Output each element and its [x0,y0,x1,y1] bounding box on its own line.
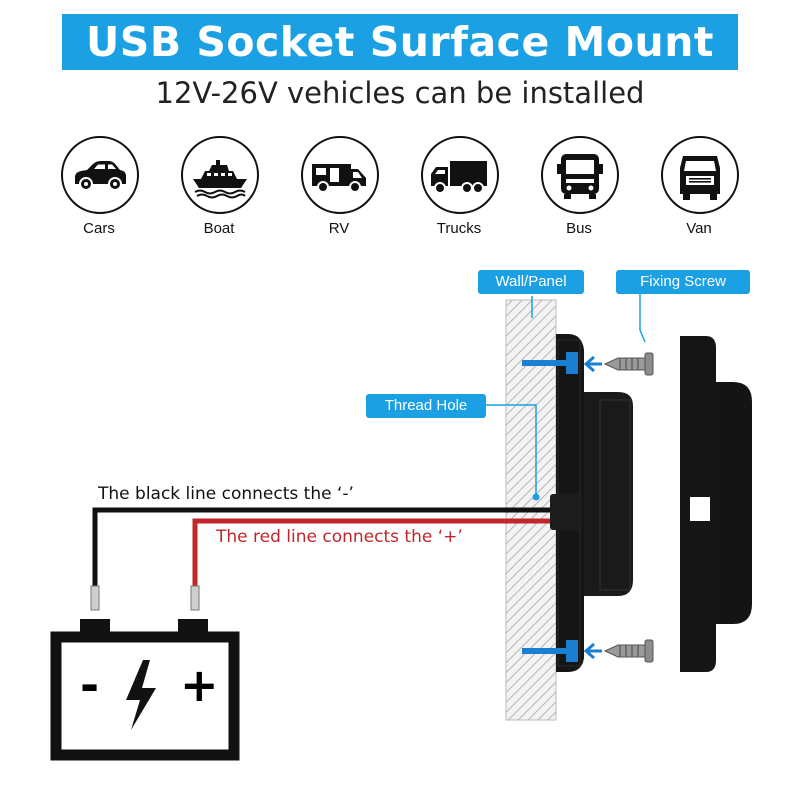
red-line-label: The red line connects the ‘+’ [216,527,463,547]
voltage-subtitle: 12V-26V vehicles can be installed [155,76,645,110]
vehicle-trucks: Trucks [400,136,520,246]
callout-thread-hole: Thread Hole [366,394,486,418]
bus-icon [541,136,619,214]
vehicle-label: Van [686,220,712,237]
vehicle-rv: RV [280,136,400,246]
bottom-mounting-screw [522,640,578,662]
boat-icon [181,136,259,214]
van-icon [661,136,739,214]
cover-slot [690,497,710,521]
title-banner: USB Socket Surface Mount [62,14,738,70]
vehicle-cars: Cars [40,136,160,246]
red-wire [192,518,550,588]
socket-body [584,392,633,596]
callout-wall-panel: Wall/Panel [478,270,584,294]
fixing-screw-top [603,352,654,376]
arrow-bottom-screw [583,642,602,660]
top-mounting-screw [522,352,578,374]
vehicle-label: RV [328,220,350,237]
callout-fixing-screw: Fixing Screw [616,270,750,294]
vehicle-label: Cars [83,220,115,237]
battery-plus-symbol: + [180,658,219,712]
page-title: USB Socket Surface Mount [86,18,714,66]
rv-icon [301,136,379,214]
battery-icon [50,619,240,761]
vehicle-bus: Bus [520,136,640,246]
car-icon [61,136,139,214]
vehicle-boat: Boat [160,136,280,246]
vehicle-van: Van [640,136,760,246]
vehicle-label: Bus [566,220,592,237]
wire-connector [550,494,580,530]
fixing-screw-bottom [603,639,654,663]
black-wire [92,507,550,588]
arrow-top-screw [583,355,602,373]
vehicle-label: Trucks [436,220,482,237]
battery-minus-symbol: - [80,658,100,712]
black-line-label: The black line connects the ‘-’ [98,484,354,504]
vehicle-label: Boat [203,220,235,237]
truck-icon [421,136,499,214]
